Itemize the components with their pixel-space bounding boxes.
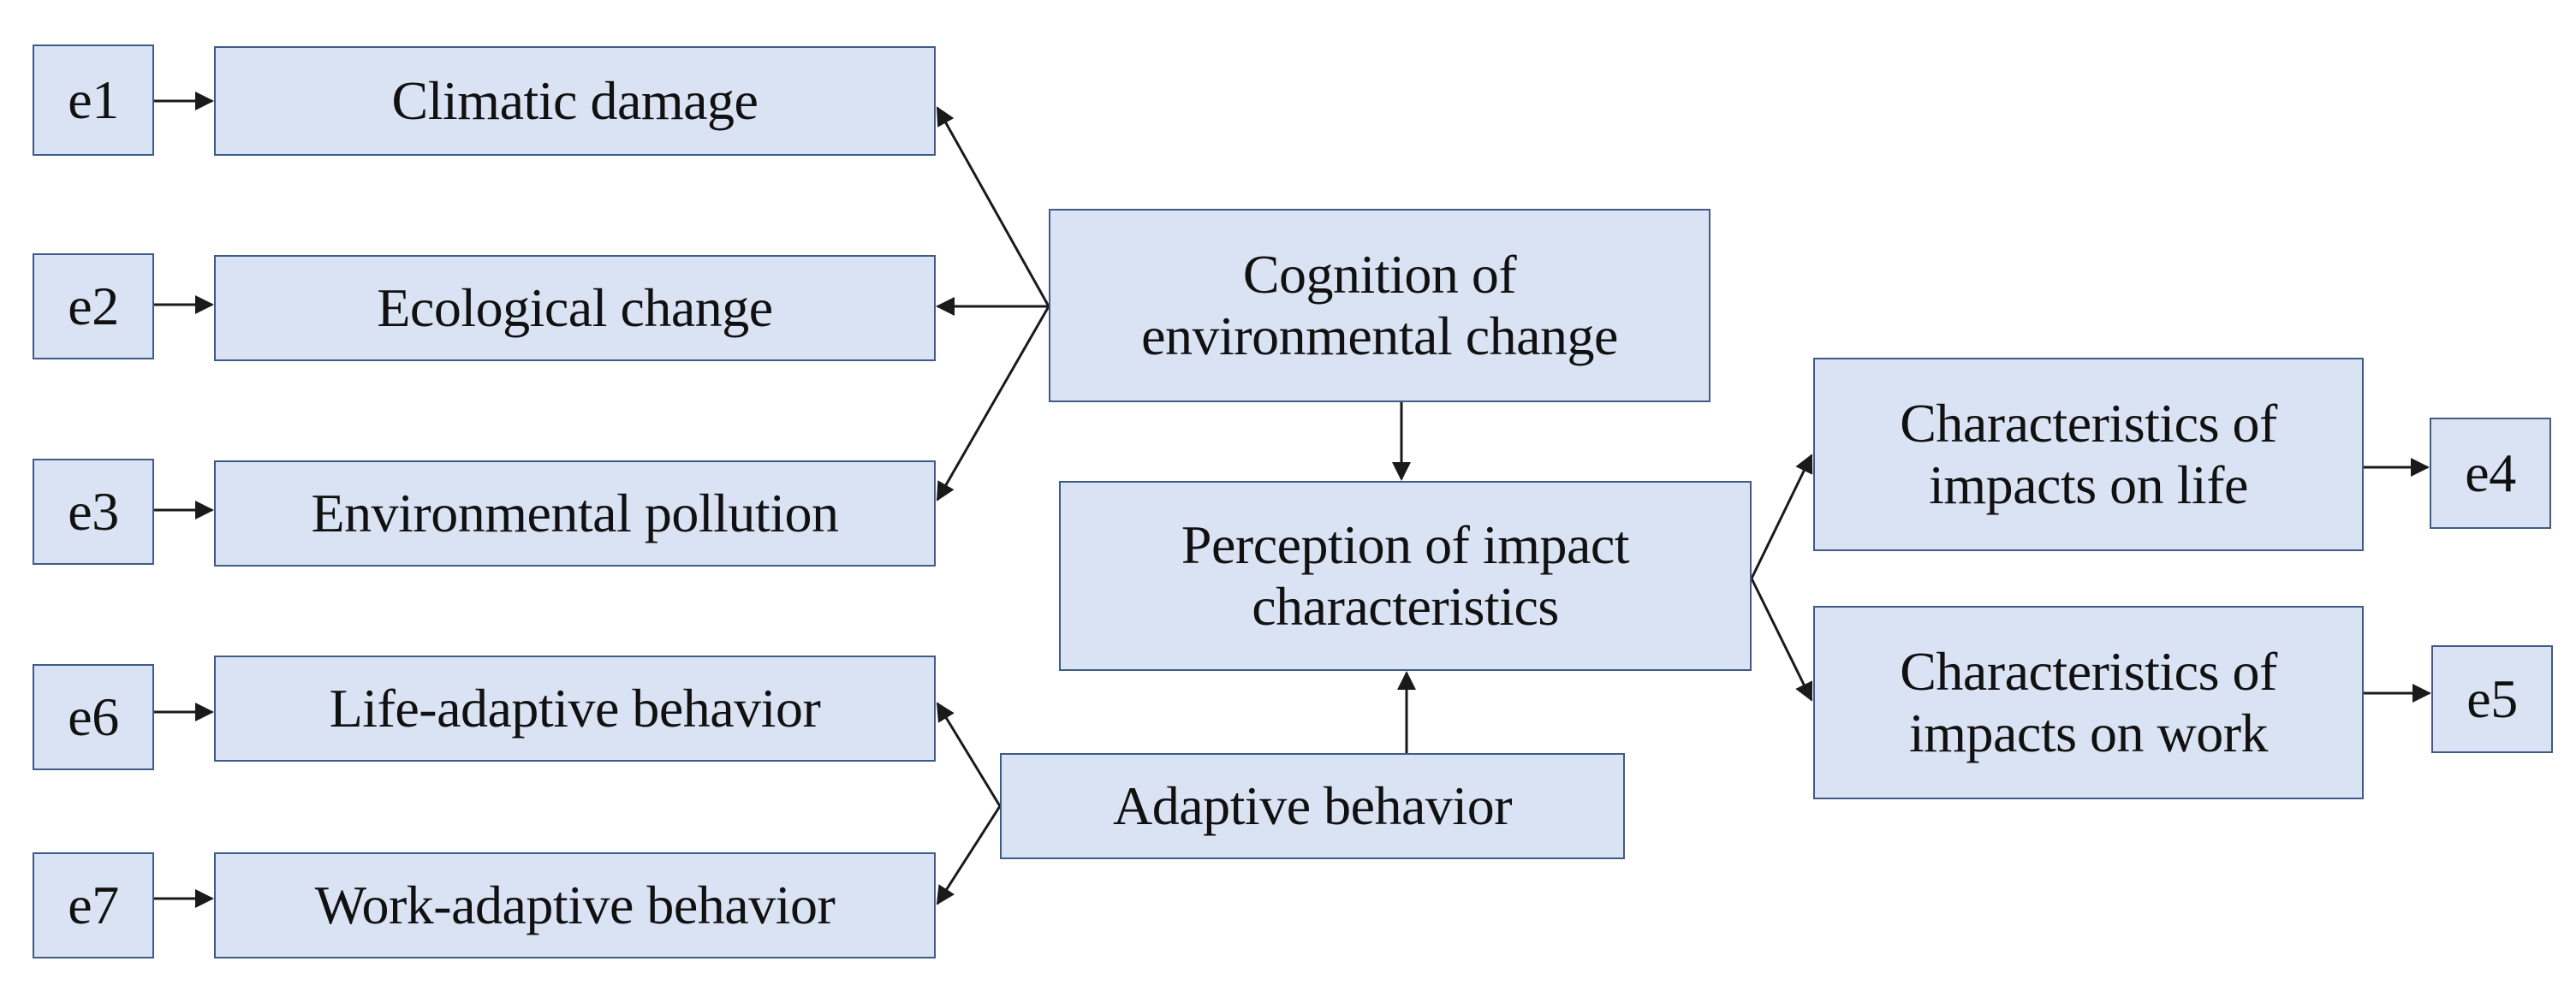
indicator-environmental-pollution-label: Environmental pollution <box>311 483 839 544</box>
construct-cognition-text: Cognition of environmental change <box>1141 244 1618 366</box>
error-term-e5: e5 <box>2431 645 2553 753</box>
error-term-e3: e3 <box>33 459 154 565</box>
construct-perception-line2: characteristics <box>1252 576 1559 637</box>
construct-cognition-line1: Cognition of <box>1242 244 1517 306</box>
arrow-cognition-to-environmental-pollution <box>936 306 1050 501</box>
construct-adaptive-behavior: Adaptive behavior <box>1000 753 1625 859</box>
construct-perception-of-impact-characteristics: Perception of impact characteristics <box>1059 481 1752 671</box>
indicator-ecological-change-label: Ecological change <box>377 277 773 339</box>
arrow-adaptive-to-work-adaptive-behavior <box>936 805 1002 905</box>
construct-impacts-work-text: Characteristics of impacts on work <box>1900 641 2277 763</box>
error-term-e5-label: e5 <box>2466 668 2518 730</box>
arrow-perception-to-impacts-on-life <box>1750 454 1813 579</box>
construct-impacts-work-line1: Characteristics of <box>1900 641 2277 703</box>
arrow-adaptive-to-life-adaptive-behavior <box>936 702 1002 807</box>
construct-perception-text: Perception of impact characteristics <box>1181 514 1630 637</box>
construct-characteristics-of-impacts-on-work: Characteristics of impacts on work <box>1813 606 2364 799</box>
construct-adaptive-behavior-label: Adaptive behavior <box>1113 775 1513 837</box>
construct-cognition-of-environmental-change: Cognition of environmental change <box>1049 209 1710 402</box>
error-term-e7-label: e7 <box>68 875 119 936</box>
error-term-e1-label: e1 <box>68 69 119 131</box>
error-term-e7: e7 <box>33 852 154 958</box>
error-term-e1: e1 <box>33 45 154 156</box>
arrow-perception-to-impacts-on-work <box>1750 578 1813 702</box>
indicator-ecological-change: Ecological change <box>214 255 936 361</box>
indicator-climatic-damage-label: Climatic damage <box>391 70 759 132</box>
construct-impacts-life-line1: Characteristics of <box>1900 393 2277 454</box>
error-term-e3-label: e3 <box>68 481 119 543</box>
error-term-e2: e2 <box>33 253 154 359</box>
indicator-work-adaptive-behavior-label: Work-adaptive behavior <box>314 875 836 936</box>
indicator-life-adaptive-behavior-label: Life-adaptive behavior <box>329 678 821 739</box>
error-term-e4: e4 <box>2430 418 2551 529</box>
error-term-e4-label: e4 <box>2465 442 2516 504</box>
construct-impacts-life-line2: impacts on life <box>1929 454 2248 515</box>
error-term-e6: e6 <box>33 664 154 770</box>
indicator-environmental-pollution: Environmental pollution <box>214 460 936 567</box>
construct-cognition-line2: environmental change <box>1141 306 1618 366</box>
arrow-cognition-to-climatic-damage <box>936 106 1050 307</box>
indicator-work-adaptive-behavior: Work-adaptive behavior <box>214 852 936 958</box>
error-term-e2-label: e2 <box>68 276 119 337</box>
indicator-life-adaptive-behavior: Life-adaptive behavior <box>214 656 936 762</box>
construct-characteristics-of-impacts-on-life: Characteristics of impacts on life <box>1813 358 2364 551</box>
indicator-climatic-damage: Climatic damage <box>214 46 936 156</box>
error-term-e6-label: e6 <box>68 686 119 748</box>
construct-perception-line1: Perception of impact <box>1181 514 1630 576</box>
construct-impacts-work-line2: impacts on work <box>1908 703 2269 763</box>
construct-impacts-life-text: Characteristics of impacts on life <box>1900 393 2277 515</box>
